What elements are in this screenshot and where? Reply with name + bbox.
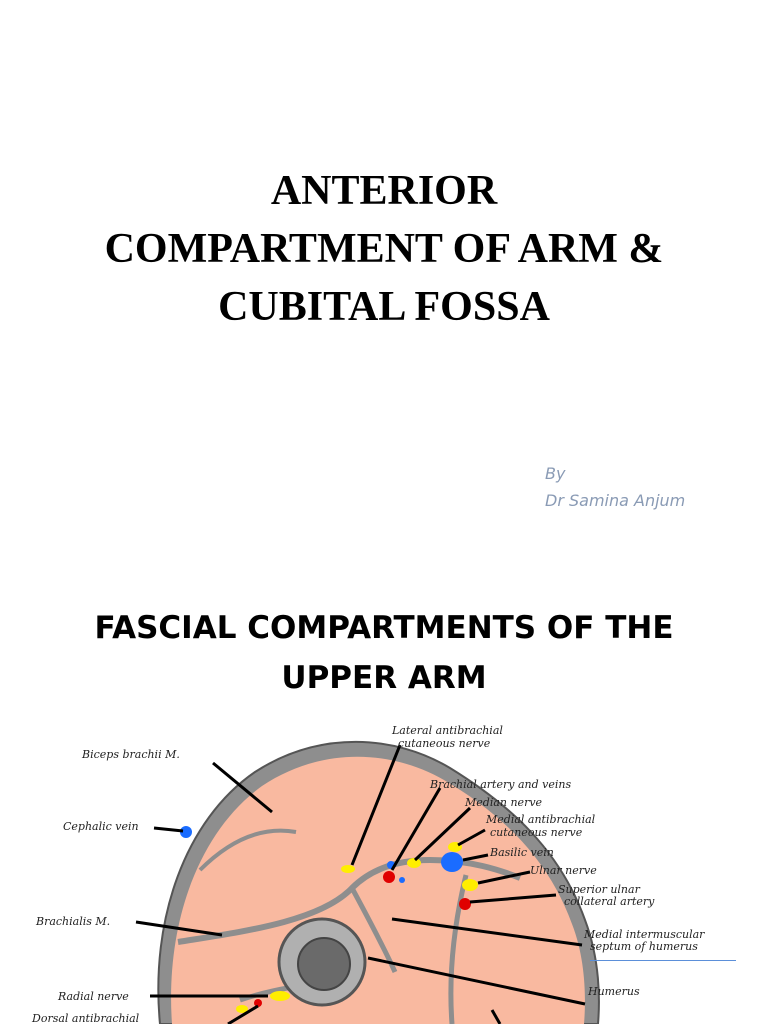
label-medial-im-2: septum of humerus [590,940,698,953]
label-median: Median nerve [464,796,543,809]
title-line-2: COMPARTMENT OF ARM & [104,226,664,272]
label-cephalic: Cephalic vein [63,820,139,833]
basilic-vein-dot [441,852,463,872]
label-biceps: Biceps brachii M. [81,748,180,761]
leader-lines [135,744,586,1024]
muscle-area [171,756,585,1024]
ulnar-artery-dot [459,898,471,910]
title-line-2: UPPER ARM [281,660,487,696]
byline-author: Dr Samina Anjum [545,491,686,510]
cephalic-vein-dot [180,826,192,838]
label-sup-ulnar-1: Superior ulnar [558,883,641,896]
arm-cross-section-diagram: Biceps brachii M. Cephalic vein Brachial… [31,724,705,1024]
label-medial-im-1: Medial intermuscular [583,928,705,941]
label-sup-ulnar-2: collateral artery [564,895,655,908]
label-brachialis: Brachialis M. [35,915,110,928]
divider-line [590,960,736,961]
brachial-artery-dot [383,871,395,883]
radial-nerve-dot-2 [236,1005,248,1013]
slide-title: ANTERIOR COMPARTMENT OF ARM & CUBITAL FO… [0,162,768,336]
slide-title: FASCIAL COMPARTMENTS OF THE UPPER ARM [0,603,768,703]
fascial-compartments-slide: FASCIAL COMPARTMENTS OF THE UPPER ARM [0,560,768,1024]
septum-lines [177,856,522,945]
author-byline: By Dr Samina Anjum [545,460,685,514]
lateral-nerve-dot [341,865,355,873]
label-medial-ab-1: Medial antibrachial [485,813,596,826]
byline-by: By [545,464,566,483]
label-lateral-1: Lateral antibrachial [391,724,503,737]
label-lateral-2: cutaneous nerve [398,737,491,750]
label-radial: Radial nerve [57,990,129,1003]
label-ulnar: Ulnar nerve [530,864,597,877]
title-slide: ANTERIOR COMPARTMENT OF ARM & CUBITAL FO… [0,162,768,514]
label-basilic: Basilic vein [489,846,554,859]
radial-artery-dot [254,999,262,1007]
label-medial-ab-2: cutaneous nerve [490,826,583,839]
title-line-3: CUBITAL FOSSA [218,284,550,330]
label-dorsal: Dorsal antibrachial [31,1012,140,1024]
label-humerus: Humerus [587,985,640,998]
title-line-1: FASCIAL COMPARTMENTS OF THE [94,610,674,646]
label-brachial: Brachial artery and veins [429,778,571,791]
title-line-1: ANTERIOR [270,168,498,214]
brachial-vein-dot-2 [399,877,405,883]
median-nerve-dot [407,858,421,868]
ulnar-nerve-dot [462,879,478,891]
radial-nerve-dot [270,991,290,1001]
